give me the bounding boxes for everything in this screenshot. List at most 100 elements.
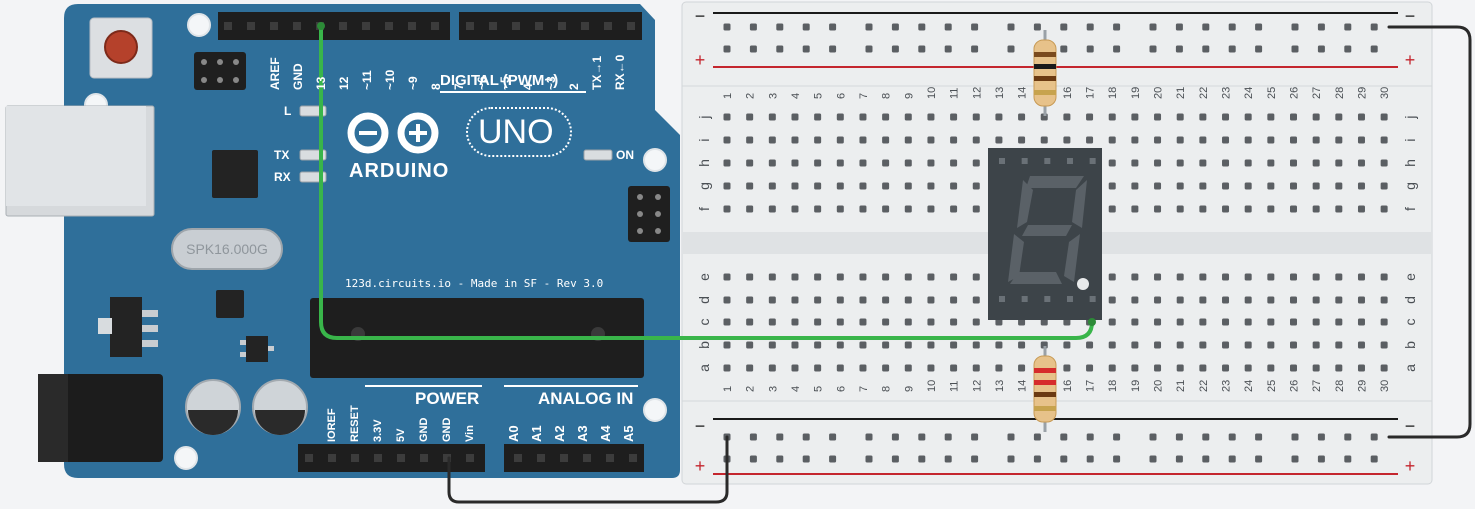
breadboard-hole[interactable]: [1335, 296, 1343, 304]
breadboard-hole[interactable]: [1380, 318, 1388, 326]
breadboard-hole[interactable]: [995, 341, 1003, 349]
breadboard-hole[interactable]: [904, 136, 912, 144]
breadboard-hole[interactable]: [859, 136, 867, 144]
breadboard-hole[interactable]: [1244, 159, 1252, 167]
breadboard-hole[interactable]: [791, 273, 799, 281]
breadboard-hole[interactable]: [814, 318, 822, 326]
breadboard-hole[interactable]: [1380, 113, 1388, 121]
breadboard-hole[interactable]: [802, 45, 810, 53]
breadboard-hole[interactable]: [904, 296, 912, 304]
breadboard-hole[interactable]: [1317, 433, 1325, 441]
breadboard-hole[interactable]: [1222, 182, 1230, 190]
breadboard-hole[interactable]: [882, 296, 890, 304]
breadboard-hole[interactable]: [1335, 341, 1343, 349]
breadboard-hole[interactable]: [865, 433, 873, 441]
breadboard-hole[interactable]: [1290, 296, 1297, 304]
breadboard-hole[interactable]: [1199, 296, 1207, 304]
breadboard-hole[interactable]: [859, 296, 867, 304]
header-pin[interactable]: [558, 22, 566, 30]
breadboard-hole[interactable]: [859, 364, 867, 372]
header-pin[interactable]: [514, 454, 522, 462]
breadboard-hole[interactable]: [904, 205, 912, 213]
breadboard-hole[interactable]: [1086, 45, 1094, 53]
breadboard-hole[interactable]: [865, 455, 873, 463]
breadboard-hole[interactable]: [950, 318, 958, 326]
breadboard-hole[interactable]: [927, 296, 935, 304]
breadboard-hole[interactable]: [829, 45, 837, 53]
breadboard-hole[interactable]: [1312, 182, 1320, 190]
breadboard-hole[interactable]: [723, 341, 731, 349]
breadboard-hole[interactable]: [1154, 296, 1162, 304]
breadboard-hole[interactable]: [836, 205, 844, 213]
breadboard-hole[interactable]: [1317, 45, 1325, 53]
breadboard-hole[interactable]: [829, 455, 837, 463]
breadboard-hole[interactable]: [802, 455, 810, 463]
breadboard-hole[interactable]: [776, 455, 784, 463]
breadboard-hole[interactable]: [891, 433, 899, 441]
breadboard-hole[interactable]: [1244, 341, 1252, 349]
breadboard-hole[interactable]: [1335, 113, 1343, 121]
breadboard-hole[interactable]: [950, 341, 958, 349]
breadboard-hole[interactable]: [1228, 455, 1236, 463]
breadboard-hole[interactable]: [1113, 455, 1121, 463]
breadboard-hole[interactable]: [927, 159, 935, 167]
breadboard-hole[interactable]: [1063, 136, 1071, 144]
breadboard-hole[interactable]: [1290, 341, 1297, 349]
breadboard-hole[interactable]: [1370, 23, 1378, 31]
breadboard-hole[interactable]: [768, 136, 776, 144]
breadboard-hole[interactable]: [1267, 318, 1275, 326]
breadboard-hole[interactable]: [814, 159, 822, 167]
breadboard-hole[interactable]: [1175, 433, 1183, 441]
breadboard-hole[interactable]: [1199, 205, 1207, 213]
breadboard-hole[interactable]: [1202, 23, 1210, 31]
breadboard-hole[interactable]: [1312, 273, 1320, 281]
breadboard-hole[interactable]: [1312, 136, 1320, 144]
breadboard-hole[interactable]: [1007, 23, 1015, 31]
breadboard-hole[interactable]: [927, 364, 935, 372]
breadboard-hole[interactable]: [1154, 341, 1162, 349]
breadboard-hole[interactable]: [1380, 273, 1388, 281]
breadboard-hole[interactable]: [836, 318, 844, 326]
breadboard-hole[interactable]: [1176, 341, 1184, 349]
breadboard-hole[interactable]: [891, 455, 899, 463]
breadboard-hole[interactable]: [746, 296, 754, 304]
breadboard-hole[interactable]: [918, 455, 926, 463]
header-pin[interactable]: [537, 454, 545, 462]
breadboard-hole[interactable]: [859, 318, 867, 326]
breadboard-hole[interactable]: [1267, 182, 1275, 190]
breadboard-hole[interactable]: [891, 45, 899, 53]
breadboard-hole[interactable]: [1357, 159, 1365, 167]
breadboard-hole[interactable]: [746, 273, 754, 281]
breadboard-hole[interactable]: [746, 364, 754, 372]
breadboard-hole[interactable]: [1380, 136, 1388, 144]
breadboard-hole[interactable]: [1154, 364, 1162, 372]
breadboard-hole[interactable]: [927, 113, 935, 121]
breadboard-hole[interactable]: [1018, 136, 1026, 144]
breadboard-hole[interactable]: [1244, 364, 1252, 372]
breadboard-hole[interactable]: [1357, 364, 1365, 372]
breadboard-hole[interactable]: [1244, 182, 1252, 190]
breadboard-hole[interactable]: [723, 273, 731, 281]
breadboard-hole[interactable]: [1108, 182, 1116, 190]
breadboard-hole[interactable]: [1312, 364, 1320, 372]
breadboard-hole[interactable]: [1154, 159, 1162, 167]
breadboard-hole[interactable]: [1244, 318, 1252, 326]
breadboard-hole[interactable]: [944, 23, 952, 31]
breadboard-hole[interactable]: [972, 159, 980, 167]
header-pin[interactable]: [489, 22, 497, 30]
breadboard-hole[interactable]: [1176, 205, 1184, 213]
breadboard-hole[interactable]: [1199, 159, 1207, 167]
breadboard-hole[interactable]: [1312, 296, 1320, 304]
breadboard-hole[interactable]: [1335, 205, 1343, 213]
breadboard-hole[interactable]: [749, 23, 757, 31]
wire-green-d13[interactable]: [319, 24, 1094, 340]
header-pin[interactable]: [224, 22, 232, 30]
breadboard-hole[interactable]: [836, 364, 844, 372]
breadboard-hole[interactable]: [1267, 364, 1275, 372]
breadboard-hole[interactable]: [1176, 364, 1184, 372]
breadboard-hole[interactable]: [776, 45, 784, 53]
breadboard-hole[interactable]: [972, 296, 980, 304]
breadboard-hole[interactable]: [1176, 159, 1184, 167]
breadboard-hole[interactable]: [1357, 318, 1365, 326]
breadboard-hole[interactable]: [1113, 45, 1121, 53]
